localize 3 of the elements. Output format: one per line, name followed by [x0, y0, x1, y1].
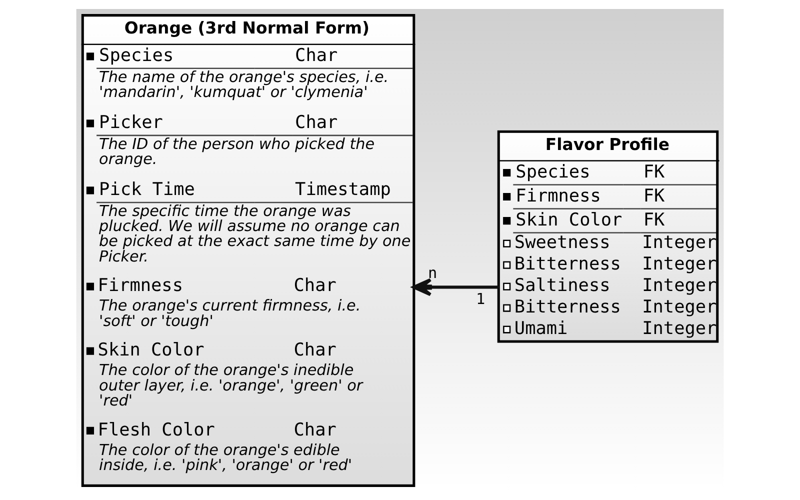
arrow: [412, 278, 500, 296]
label: 1: [476, 290, 486, 308]
label: n: [428, 264, 438, 282]
